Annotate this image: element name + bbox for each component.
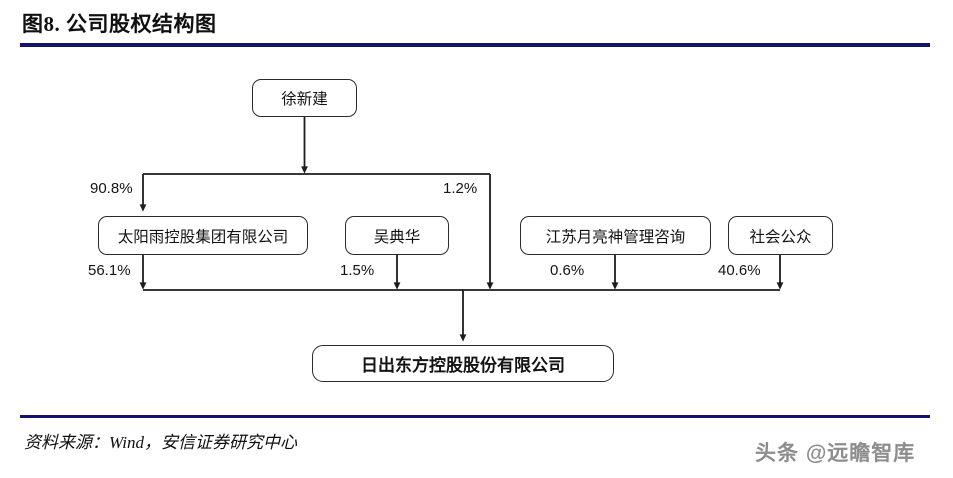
node-public-shareholders[interactable]: 社会公众 <box>728 216 833 255</box>
edge-label-root-to-target: 1.2% <box>443 180 478 197</box>
page-title: 图8. 公司股权结构图 <box>22 12 217 36</box>
node-jiangsu-yueliangshen[interactable]: 江苏月亮神管理咨询 <box>520 216 711 255</box>
ownership-structure-diagram: 徐新建 太阳雨控股集团有限公司 吴典华 江苏月亮神管理咨询 社会公众 日出东方控… <box>0 50 953 410</box>
edge-label-public-to-target: 40.6% <box>718 262 761 279</box>
edge-label-holding-to-target: 56.1% <box>88 262 131 279</box>
connector-lines <box>139 117 784 342</box>
node-xu-xinjian[interactable]: 徐新建 <box>252 79 357 117</box>
edge-label-wudianhua-to-target: 1.5% <box>340 262 375 279</box>
watermark: 头条 @远瞻智库 <box>755 442 916 465</box>
node-sunrise-east[interactable]: 日出东方控股股份有限公司 <box>312 345 614 382</box>
node-taiyangyu-holding[interactable]: 太阳雨控股集团有限公司 <box>98 216 308 255</box>
edge-label-jsyls-to-target: 0.6% <box>550 262 585 279</box>
edge-label-root-to-holding: 90.8% <box>90 180 133 197</box>
node-wu-dianhua[interactable]: 吴典华 <box>345 216 449 255</box>
footer-divider <box>20 415 930 418</box>
source-note: 资料来源：Wind，安信证券研究中心 <box>24 433 297 452</box>
title-divider <box>20 43 930 47</box>
